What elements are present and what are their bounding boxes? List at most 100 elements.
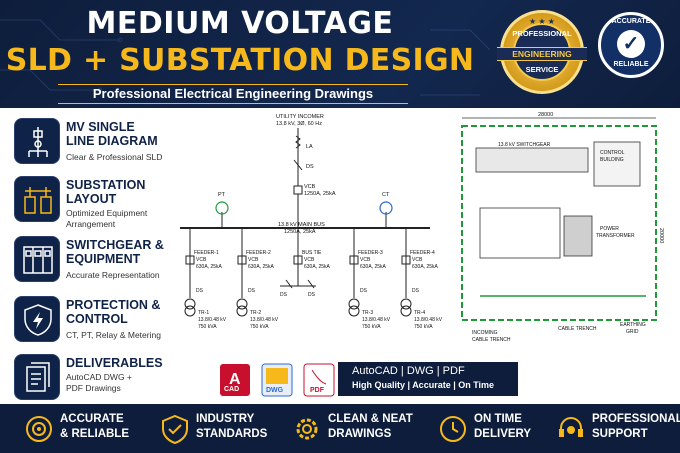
feeder-3-rating: 630A, 25kA xyxy=(360,264,387,270)
layout-incoming-2: CABLE TRENCH xyxy=(472,337,511,343)
gear-icon xyxy=(296,418,318,440)
feeder-1-tr-volt: 13.8/0.48 kV xyxy=(198,317,227,323)
feeder-2-tr: TR-2 xyxy=(250,310,261,316)
substation-icon xyxy=(14,176,60,222)
sld-ct: CT xyxy=(382,192,390,198)
feature-desc: Accurate Representation xyxy=(66,270,160,280)
feeder-labels: FEEDER-1 VCB 630A, 25kA DS TR-1 13.8/0.4… xyxy=(194,250,443,330)
badge-line-1: PROFESSIONAL xyxy=(512,29,572,38)
feature-protection: PROTECTION &CONTROL CT, PT, Relay & Mete… xyxy=(0,292,176,350)
feeder-3-name: FEEDER-3 xyxy=(358,250,383,256)
feeder-2-ds: DS xyxy=(248,288,256,294)
title-line-1: MEDIUM VOLTAGE xyxy=(86,6,394,41)
feeder-3-tr-volt: 13.8/0.48 kV xyxy=(362,317,391,323)
check-icon: ✓ xyxy=(617,30,645,58)
feeder-1-ds: DS xyxy=(196,288,204,294)
software-formats: AutoCAD | DWG | PDF xyxy=(352,365,465,377)
feeder-4-name: FEEDER-4 xyxy=(410,250,435,256)
ct-symbol xyxy=(379,201,393,215)
feeder-3-vcb: VCB xyxy=(360,257,371,263)
bustie-vcb: VCB xyxy=(304,257,315,263)
sld-vcb-main-rating: 1250A, 25kA xyxy=(304,191,336,197)
layout-cable-trench: CABLE TRENCH xyxy=(558,326,597,332)
drawing-area: UTILITY INCOMER 13.8 kV, 3Ø, 60 Hz LA DS… xyxy=(180,108,680,362)
bustie-ds-1: DS xyxy=(280,292,288,298)
clock-icon xyxy=(440,416,466,442)
single-line-diagram: UTILITY INCOMER 13.8 kV, 3Ø, 60 Hz LA DS… xyxy=(218,114,390,235)
layout-control-2: BUILDING xyxy=(600,157,624,163)
feeder-4-tr-volt: 13.8/0.48 kV xyxy=(414,317,443,323)
feeder-1-tr: TR-1 xyxy=(198,310,209,316)
cad-label: CAD xyxy=(224,386,240,393)
star-icon: ★ ★ ★ xyxy=(529,17,555,26)
feeder-2-tr-kva: 750 kVA xyxy=(250,324,269,330)
feeder-2-name: FEEDER-2 xyxy=(246,250,271,256)
badge-line-2: ENGINEERING xyxy=(497,47,587,61)
sld-vcb-main: VCB xyxy=(304,184,316,190)
accurate-reliable-badge: ACCURATE ✓ RELIABLE xyxy=(598,12,664,78)
software-quality: High Quality | Accurate | On Time xyxy=(352,380,495,390)
feeder-3-tr: TR-3 xyxy=(362,310,373,316)
badge-top-text: ACCURATE xyxy=(611,18,651,25)
feeder-3-ds: DS xyxy=(360,288,368,294)
feeder-1-vcb: VCB xyxy=(196,257,207,263)
feature-switchgear: SWITCHGEAR &EQUIPMENT Accurate Represent… xyxy=(0,232,176,290)
title-line-2: SLD + SUBSTATION DESIGN xyxy=(5,43,475,78)
feeder-4-tr: TR-4 xyxy=(414,310,425,316)
software-bar: AutoCAD | DWG | PDF High Quality | Accur… xyxy=(338,362,518,396)
layout-incoming-1: INCOMING xyxy=(472,330,498,336)
layout-power-tr-2: TRANSFORMER xyxy=(596,233,635,239)
sld-diagram-icon xyxy=(14,118,60,164)
headset-icon xyxy=(559,416,583,437)
feeder-1-rating: 630A, 25kA xyxy=(196,264,223,270)
dwg-icon: DWG xyxy=(260,362,296,400)
subtitle: Professional Electrical Engineering Draw… xyxy=(58,84,408,104)
pdf-label: PDF xyxy=(310,387,324,394)
svg-text:A: A xyxy=(229,371,241,388)
layout-earthing-2: GRID xyxy=(626,329,639,335)
sld-pt: PT xyxy=(218,192,226,198)
sld-incomer: UTILITY INCOMER xyxy=(276,114,324,120)
feeder-2-rating: 630A, 25kA xyxy=(248,264,275,270)
feeder-4-tr-kva: 750 kVA xyxy=(414,324,433,330)
feeder-2-tr-volt: 13.8/0.48 kV xyxy=(250,317,279,323)
feeder-2-vcb: VCB xyxy=(248,257,259,263)
feeder-4-vcb: VCB xyxy=(412,257,423,263)
layout-switchgear: 13.8 kV SWITCHGEAR xyxy=(498,142,551,148)
bustie-name: BUS TIE xyxy=(302,250,322,256)
feature-deliverables: DELIVERABLES AutoCAD DWG +PDF Drawings xyxy=(0,350,176,408)
badge-bottom-text: RELIABLE xyxy=(613,61,649,68)
sld-bus-rating: 1250A, 25kA xyxy=(284,229,316,235)
feature-desc: Clear & Professional SLD xyxy=(66,152,163,162)
feature-title: DELIVERABLES xyxy=(66,356,163,370)
layout-earthing-1: EARTHING xyxy=(620,322,646,328)
layout-width-dim: 28000 xyxy=(538,112,553,118)
sld-incomer-rating: 13.8 kV, 3Ø, 60 Hz xyxy=(276,121,322,127)
shield-check-icon xyxy=(162,414,188,444)
feature-title: PROTECTION &CONTROL xyxy=(66,298,161,326)
feeder-1-tr-kva: 750 kVA xyxy=(198,324,217,330)
feeder-lines xyxy=(184,228,412,317)
target-icon xyxy=(26,416,52,442)
badge-line-3: SERVICE xyxy=(525,65,559,74)
pdf-icon: PDF xyxy=(302,362,338,400)
sld-la: LA xyxy=(306,144,313,150)
layout-control-1: CONTROL xyxy=(600,150,625,156)
feeder-3-tr-kva: 750 kVA xyxy=(362,324,381,330)
layout-power-tr-1: POWER xyxy=(600,226,619,232)
feature-desc: CT, PT, Relay & Metering xyxy=(66,330,161,340)
switchgear-icon xyxy=(14,236,60,282)
circuit-pattern xyxy=(0,19,491,96)
drawings-svg: UTILITY INCOMER 13.8 kV, 3Ø, 60 Hz LA DS… xyxy=(180,112,664,343)
pt-symbol xyxy=(215,201,229,215)
